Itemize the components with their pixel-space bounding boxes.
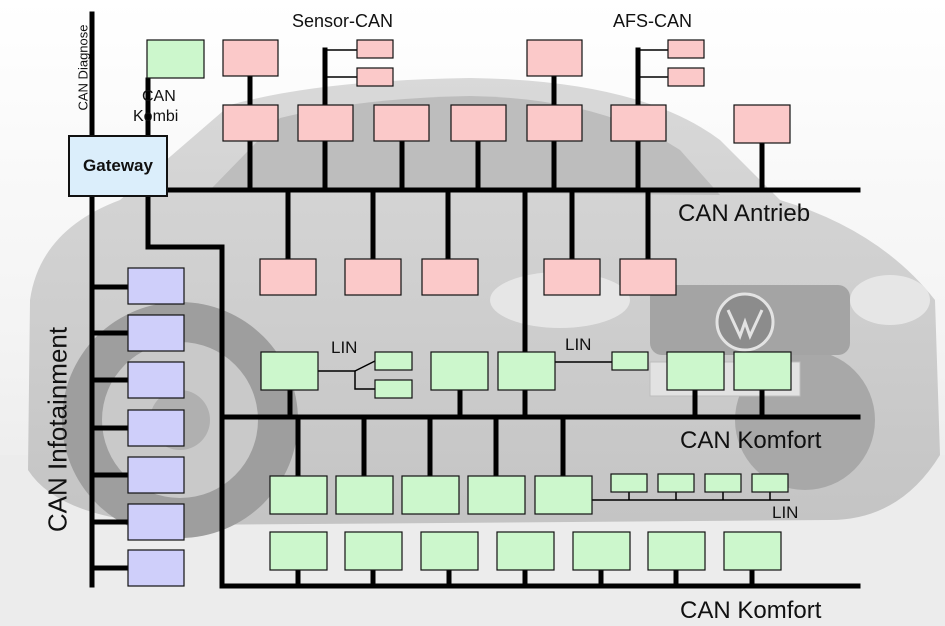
ecu-node [667, 352, 724, 390]
ecu-node [128, 504, 184, 540]
gateway-label: Gateway [83, 156, 153, 176]
ecu-node [468, 476, 525, 514]
sensor-node [357, 40, 393, 58]
lin-node [658, 474, 694, 492]
ecu-node [402, 476, 459, 514]
ecu-node [421, 532, 478, 570]
afs-node [668, 40, 704, 58]
ecu-node [345, 259, 401, 295]
lin-node [612, 352, 648, 370]
ecu-node [620, 259, 676, 295]
lin-label-1: LIN [331, 338, 357, 358]
ecu-node [345, 532, 402, 570]
lin-node [375, 352, 412, 370]
ecu-node [128, 410, 184, 446]
ecu-node [573, 532, 630, 570]
sensor-node [357, 68, 393, 86]
afs-can-label: AFS-CAN [613, 11, 692, 32]
ecu-node [611, 105, 666, 141]
ecu-node [374, 105, 429, 141]
gateway-box: Gateway [68, 135, 168, 197]
ecu-node [270, 476, 327, 514]
ecu-node [734, 105, 790, 143]
can-kombi-label-line1: CAN [142, 88, 176, 106]
can-komfort-upper-label: CAN Komfort [680, 427, 821, 455]
ecu-node [544, 259, 600, 295]
ecu-node [128, 268, 184, 304]
can-infotainment-label: CAN Infotainment [43, 310, 74, 550]
ecu-node [724, 532, 781, 570]
can-kombi-label-line2: Kombi [133, 108, 178, 126]
lin-node [705, 474, 741, 492]
ecu-node [270, 532, 327, 570]
lin-label-3: LIN [772, 503, 798, 523]
lin-node [611, 474, 647, 492]
ecu-node [223, 40, 278, 76]
infotainment-nodes [128, 268, 184, 586]
kombi-node [147, 40, 204, 78]
ecu-node [451, 105, 506, 141]
can-komfort-lower-label: CAN Komfort [680, 597, 821, 625]
sensor-can-label: Sensor-CAN [292, 11, 393, 32]
ecu-node [498, 352, 555, 390]
lin-node [752, 474, 788, 492]
can-diagnose-label: CAN Diagnose [76, 25, 91, 111]
ecu-node [497, 532, 554, 570]
ecu-node [648, 532, 705, 570]
ecu-node [431, 352, 488, 390]
ecu-node [128, 457, 184, 493]
ecu-node [527, 105, 582, 141]
ecu-node [336, 476, 393, 514]
ecu-node [223, 105, 278, 141]
lin-label-2: LIN [565, 335, 591, 355]
ecu-node [128, 550, 184, 586]
ecu-node [298, 105, 353, 141]
ecu-node [734, 352, 791, 390]
afs-node [668, 68, 704, 86]
ecu-node [260, 259, 316, 295]
ecu-node [422, 259, 478, 295]
ecu-node [128, 362, 184, 398]
ecu-node [128, 315, 184, 351]
ecu-node [527, 40, 582, 76]
ecu-node [261, 352, 318, 390]
ecu-node [535, 476, 592, 514]
antrieb-nodes [223, 40, 790, 295]
can-antrieb-label: CAN Antrieb [678, 200, 810, 228]
lin-node [375, 380, 412, 398]
